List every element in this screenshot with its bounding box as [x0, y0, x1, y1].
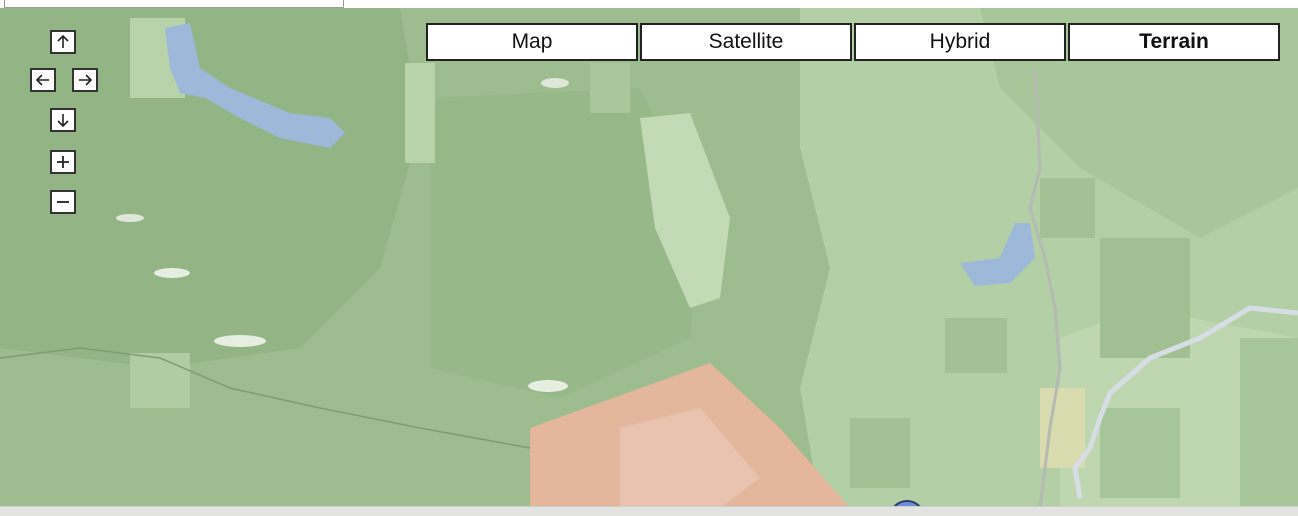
minus-icon: [57, 201, 69, 203]
map-type-map-button[interactable]: Map: [426, 23, 638, 61]
clearing-spot: [116, 214, 144, 222]
map-type-terrain-button[interactable]: Terrain: [1068, 23, 1280, 61]
clearing-area: [640, 113, 730, 308]
zoom-out-button[interactable]: [50, 190, 76, 214]
map-type-hybrid-button[interactable]: Hybrid: [854, 23, 1066, 61]
river-water: [1072, 305, 1298, 499]
arrow-up-icon: [57, 34, 69, 48]
clearing-spot: [154, 268, 190, 278]
open-land-area: [980, 8, 1298, 238]
terrain-map[interactable]: [0, 8, 1298, 516]
map-type-selector: Map Satellite Hybrid Terrain: [426, 23, 1280, 61]
map-canvas[interactable]: [0, 8, 1298, 516]
arrow-right-icon: [79, 74, 93, 86]
map-type-satellite-button[interactable]: Satellite: [640, 23, 852, 61]
top-strip: [0, 0, 1298, 8]
clearing-spot: [214, 335, 266, 347]
clearing-spot: [528, 380, 568, 392]
road-line: [1028, 67, 1062, 509]
clearing-area: [130, 353, 190, 408]
clearing-spot: [541, 78, 569, 88]
parcel-area: [850, 418, 910, 488]
parcel-area: [1100, 238, 1190, 358]
pan-right-button[interactable]: [72, 68, 98, 92]
parcel-area: [945, 318, 1007, 373]
trail-line: [0, 347, 531, 449]
lake-water: [960, 223, 1035, 286]
parcel-area: [1040, 178, 1095, 238]
arrow-left-icon: [35, 74, 49, 86]
parcel-area: [1100, 408, 1180, 498]
zoom-in-button[interactable]: [50, 150, 76, 174]
lake-water: [165, 23, 345, 148]
forest-dark-area: [430, 88, 700, 398]
forest-dark-area: [0, 8, 420, 368]
reserve-area: [620, 408, 760, 508]
arrow-down-icon: [57, 114, 69, 128]
pan-down-button[interactable]: [50, 108, 76, 132]
plus-icon: [57, 156, 69, 168]
clearing-area: [405, 63, 435, 163]
parcel-area: [1240, 338, 1298, 508]
pan-up-button[interactable]: [50, 30, 76, 54]
bottom-strip: [0, 506, 1298, 516]
pan-left-button[interactable]: [30, 68, 56, 92]
location-input-edge[interactable]: [4, 0, 344, 8]
clearing-area: [590, 63, 630, 113]
